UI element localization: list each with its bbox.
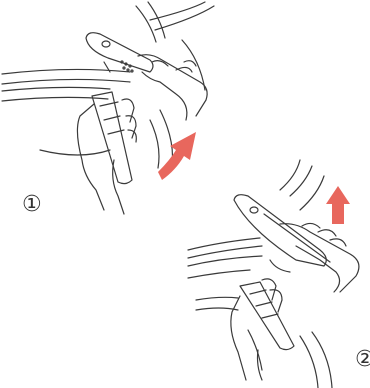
arrow-icon (158, 132, 196, 180)
cleaning-tool-icon (234, 195, 330, 266)
cleaning-tool-icon (86, 33, 153, 72)
step-1-illustration (2, 2, 214, 214)
step-2-illustration (188, 160, 359, 388)
hand-icon (138, 55, 207, 120)
door-gasket-icon (188, 160, 332, 388)
step-1-label: ① (22, 194, 42, 216)
hand-icon (231, 279, 294, 380)
step-2-label: ② (355, 349, 370, 371)
arrow-icon (326, 186, 350, 224)
hand-icon (77, 92, 136, 214)
hand-icon (270, 223, 359, 292)
